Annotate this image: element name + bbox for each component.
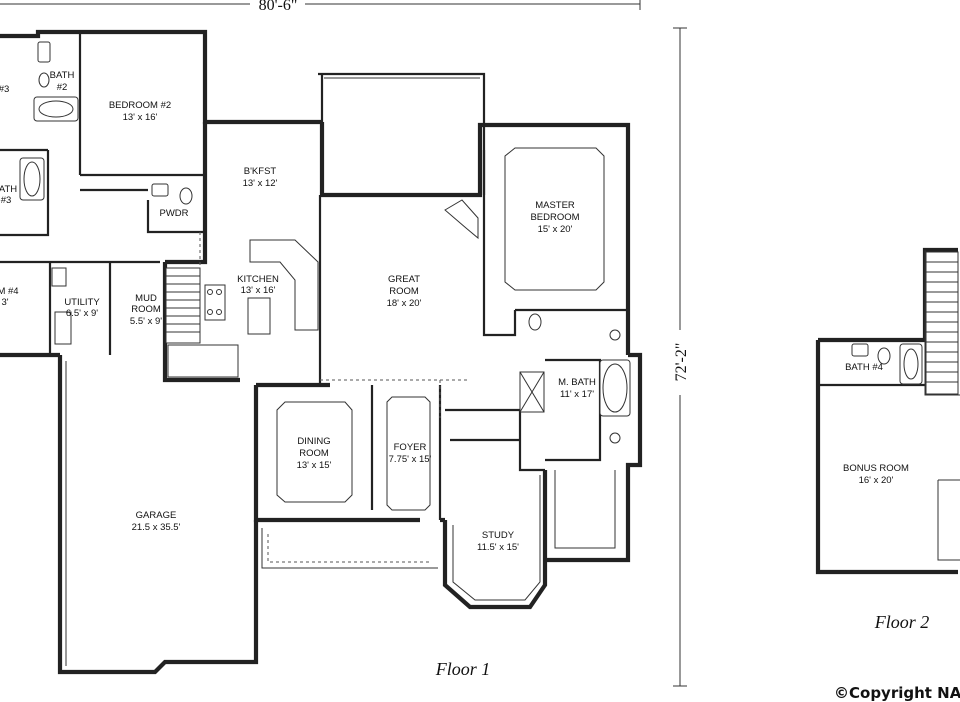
study-size: 11.5' x 15' [477,542,519,553]
mud-room-label-2: ROOM [131,304,161,315]
copyright-text: ©Copyright NA [834,684,960,702]
bkfst-label: B'KFST [244,166,277,177]
fixtures-floor2 [851,343,923,385]
master-bedroom-label: MASTER [535,200,575,211]
garage-label: GARAGE [136,510,177,521]
bonus-room-label: BONUS ROOM [843,463,909,474]
kitchen-size: 13' x 16' [241,285,276,296]
utility-label: UTILITY [64,297,100,308]
floor2-label: Floor 2 [874,612,930,632]
master-bedroom-label-2: BEDROOM [530,212,579,223]
utility-size: 6.5' x 9' [66,308,98,319]
stairs-floor1 [165,267,239,378]
pwdr-label: PWDR [159,208,188,219]
bedroom4-size: 3' [1,297,8,308]
dining-room-label-2: ROOM [299,448,329,459]
great-room-size: 18' x 20' [387,298,422,309]
great-room-label: GREAT [388,274,420,285]
floor1-label: Floor 1 [435,659,491,679]
master-bedroom-size: 15' x 20' [538,224,573,235]
dining-room-size: 13' x 15' [297,460,332,471]
bedroom4-label: M #4 [0,286,19,297]
floor1-interior-walls [0,32,628,520]
floor2-room-labels: BATH #4 BONUS ROOM 16' x 20' Floor 2 [843,362,929,632]
bath2-label: BATH [50,70,75,81]
bedroom3-label: #3 [0,84,9,95]
width-dimension: 80'-6" [0,0,641,14]
bath3-label: ATH [0,184,17,195]
bedroom2-size: 13' x 16' [123,112,158,123]
depth-dimension-label: 72'-2" [673,343,690,382]
fixtures [19,41,631,601]
bkfst-size: 13' x 12' [243,178,278,189]
floor1-room-labels: #3 BATH #2 BEDROOM #2 13' x 16' ATH #3 M… [0,70,596,679]
floor1-walls [0,29,643,675]
width-dimension-label: 80'-6" [259,0,298,14]
bath4-label: BATH #4 [845,362,883,373]
stairs-floor2 [925,251,959,395]
foyer-label: FOYER [394,442,427,453]
depth-dimension: 72'-2" [673,27,690,687]
bath2-label-2: #2 [57,82,68,93]
bath3-label-2: #3 [1,195,12,206]
kitchen-label: KITCHEN [237,274,279,285]
mud-room-size: 5.5' x 9' [130,316,162,327]
study-label: STUDY [482,530,515,541]
garage-size: 21.5 x 35.5' [132,522,181,533]
master-bath-label: M. BATH [558,377,596,388]
master-bath-size: 11' x 17' [560,389,594,400]
great-room-label-2: ROOM [389,286,419,297]
mud-room-label: MUD [135,293,157,304]
dining-room-label: DINING [297,436,330,447]
bonus-room-size: 16' x 20' [859,475,894,486]
foyer-size: 7.75' x 15' [389,454,432,465]
bedroom2-label: BEDROOM #2 [109,100,171,111]
